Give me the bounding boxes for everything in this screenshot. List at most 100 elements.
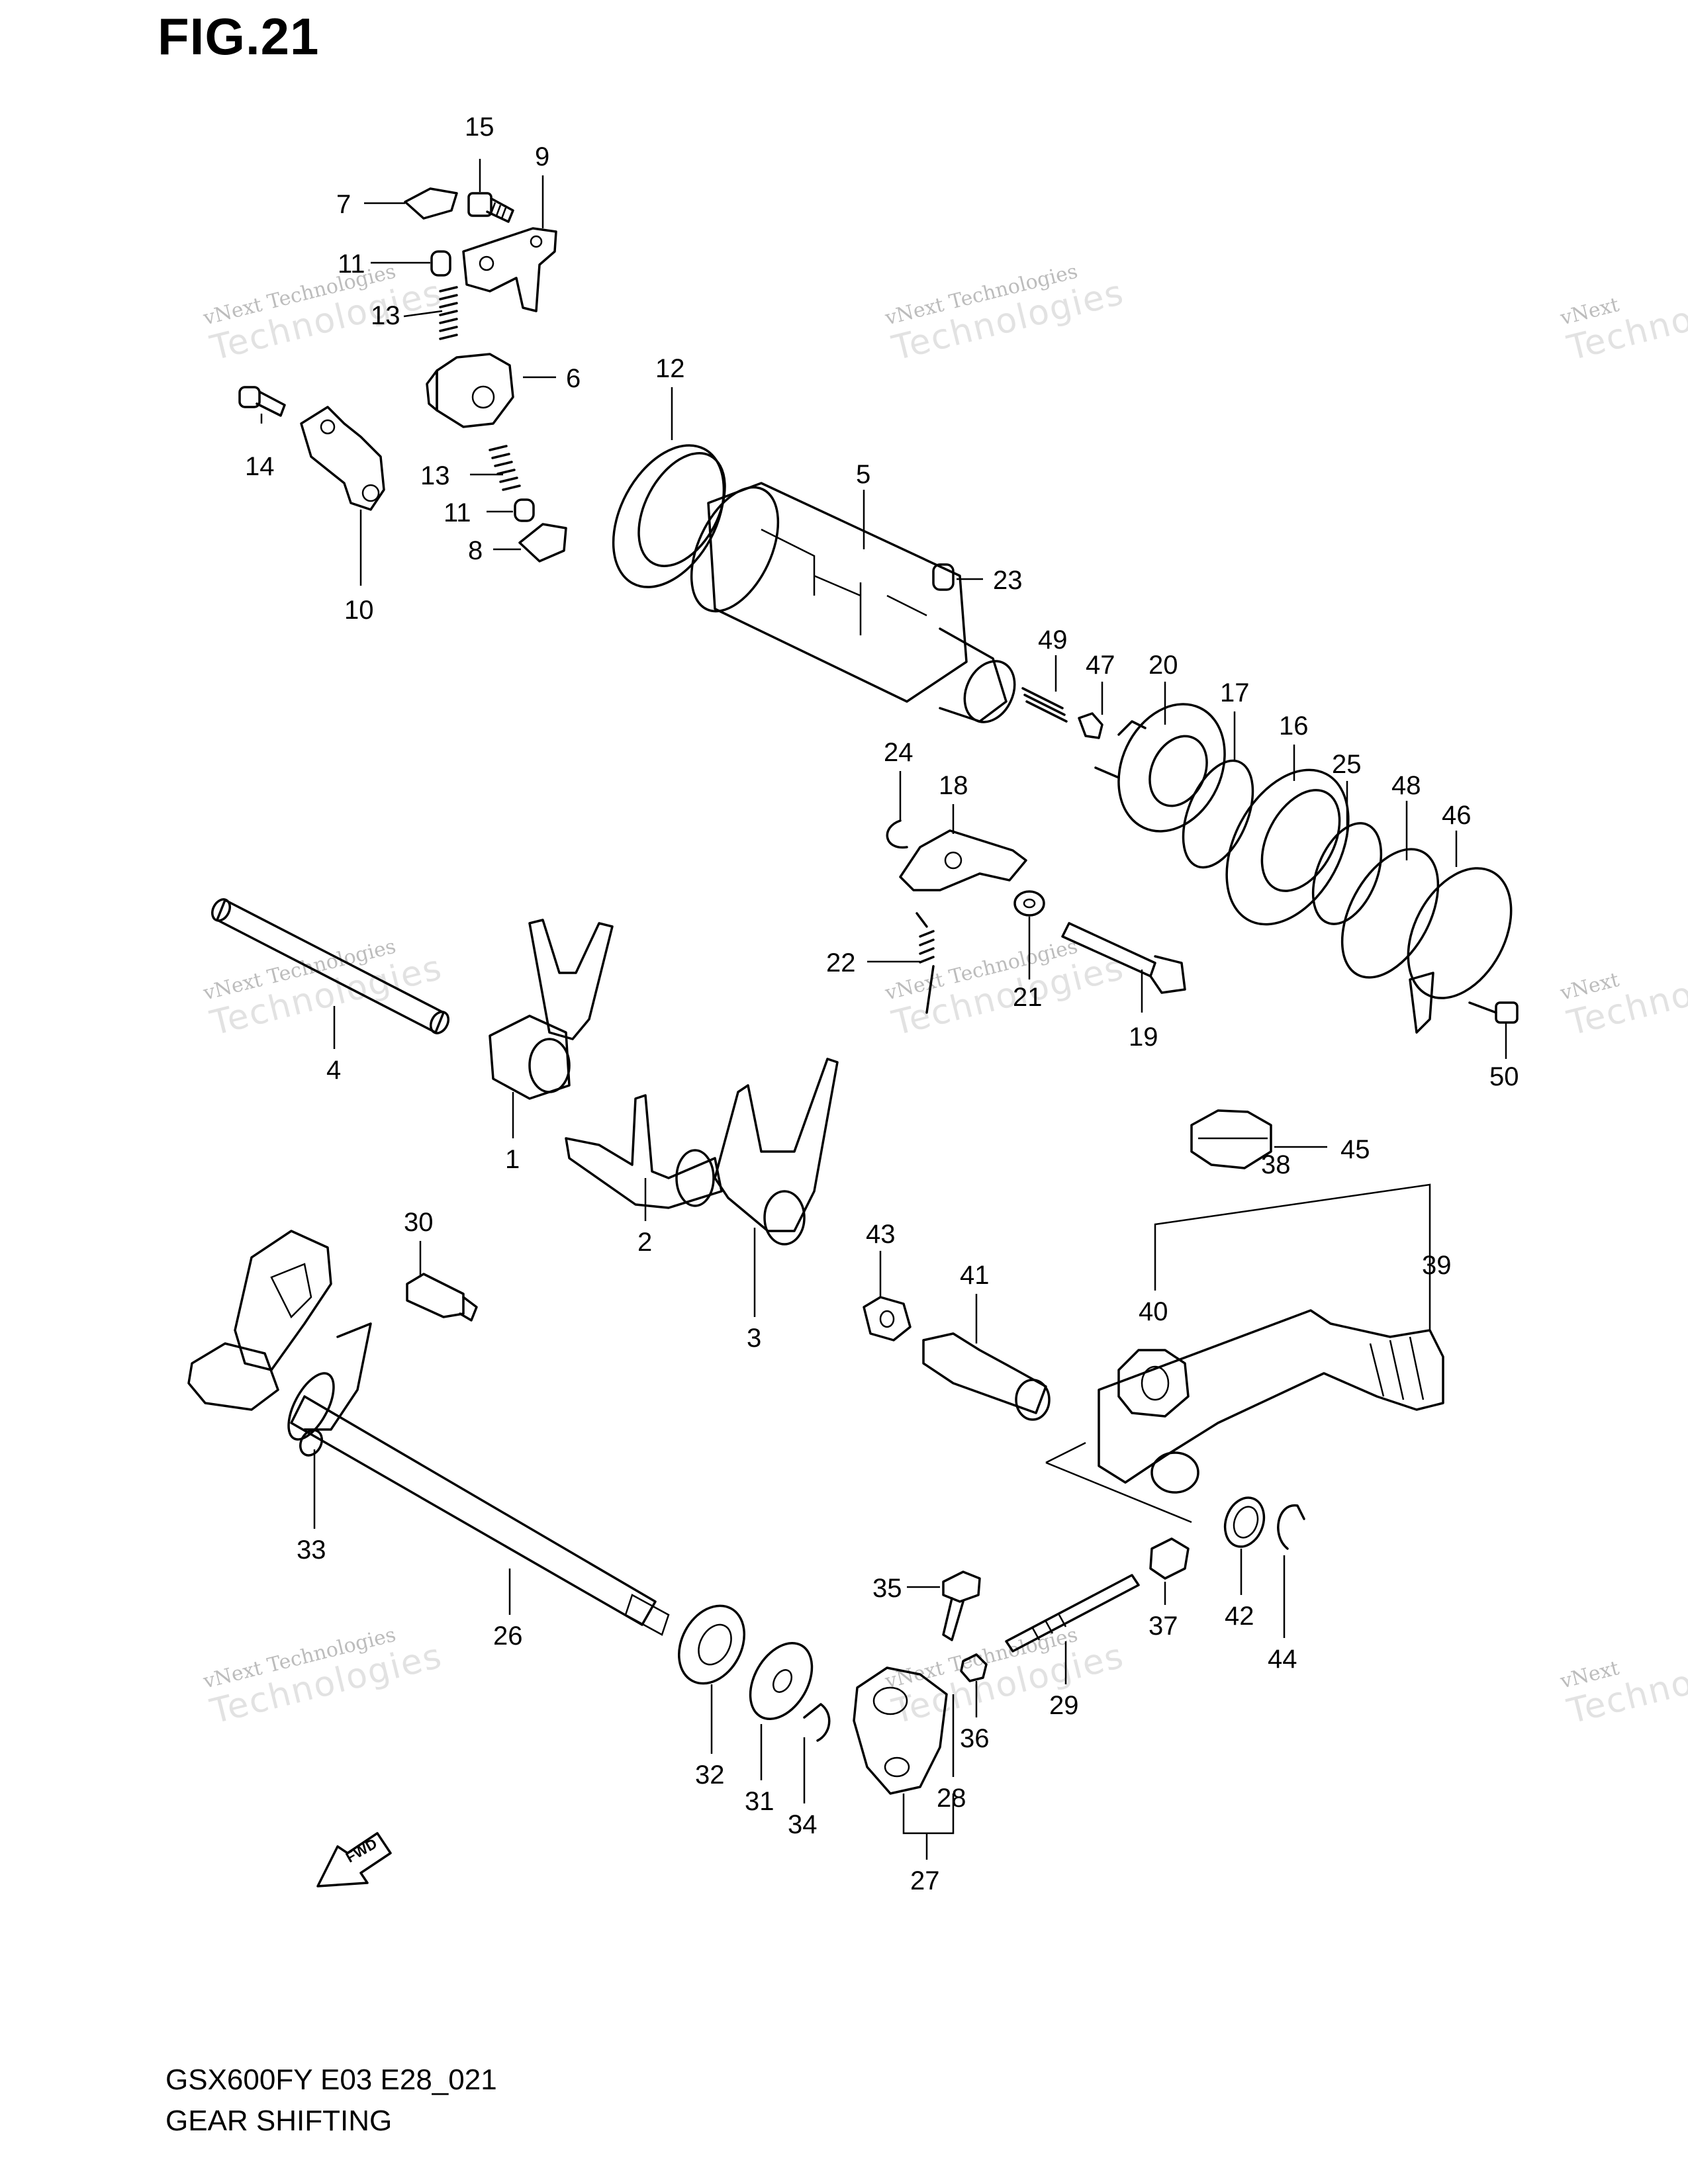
- part-15-bolt: [467, 192, 514, 223]
- callout-34: 34: [788, 1810, 818, 1839]
- callout-17: 17: [1220, 678, 1250, 707]
- callout-7: 7: [336, 190, 351, 219]
- part-46-cover: [1407, 867, 1513, 1034]
- part-31-washer: [749, 1641, 814, 1721]
- fwd-arrow-icon: FWD: [316, 1832, 392, 1888]
- part-34-circlip: [803, 1703, 831, 1742]
- part-28-gear-shift-arm: [853, 1666, 948, 1795]
- callout-14: 14: [245, 452, 275, 481]
- callout-9: 9: [535, 142, 549, 171]
- callout-8: 8: [468, 536, 483, 565]
- callout-15: 15: [465, 113, 494, 142]
- part-13-spring-upper: [439, 286, 458, 340]
- callout-46: 46: [1442, 801, 1472, 830]
- callout-16: 16: [1279, 711, 1309, 741]
- part-9-stopper-plate: [462, 227, 557, 312]
- callout-5: 5: [856, 460, 870, 489]
- callout-18: 18: [939, 771, 968, 800]
- callout-37: 37: [1149, 1612, 1178, 1641]
- part-43-nut: [863, 1296, 912, 1342]
- part-44-circlip: [1277, 1504, 1305, 1550]
- callout-13: 13: [420, 461, 450, 490]
- part-39-gear-shift-lever: [1098, 1309, 1444, 1494]
- callout-31: 31: [745, 1787, 774, 1816]
- callout-29: 29: [1049, 1691, 1079, 1720]
- model-code: GSX600FY E03 E28_021: [165, 2064, 497, 2096]
- callout-50: 50: [1489, 1062, 1519, 1091]
- part-36-nut: [960, 1653, 988, 1682]
- part-16-bearing: [1225, 768, 1350, 926]
- part-48-oring: [1340, 848, 1440, 979]
- callout-10: 10: [344, 596, 374, 625]
- part-10-stopper-arm: [300, 406, 385, 511]
- callout-36: 36: [960, 1724, 990, 1753]
- callout-6: 6: [566, 364, 581, 393]
- callout-42: 42: [1225, 1602, 1254, 1631]
- callout-3: 3: [747, 1324, 761, 1353]
- part-42-washer: [1223, 1496, 1266, 1548]
- part-25-circlip: [1311, 822, 1383, 925]
- callout-11: 11: [338, 250, 365, 279]
- callout-26: 26: [493, 1621, 523, 1651]
- callout-48: 48: [1391, 771, 1421, 800]
- part-23-pin: [932, 563, 955, 591]
- callout-labels: 15 9 7 11 13 6 14 13 11 8 10 12 5 23 49 …: [245, 113, 1519, 1895]
- callout-21: 21: [1013, 983, 1043, 1012]
- part-19-bolt: [1061, 922, 1186, 994]
- leader-lines: [260, 159, 1507, 1860]
- part-41-bolt: [922, 1332, 1051, 1421]
- part-37-nut: [1149, 1537, 1190, 1580]
- callout-45: 45: [1340, 1135, 1370, 1164]
- part-50-bolt: [1468, 1001, 1519, 1024]
- part-2-fork: [565, 1094, 723, 1209]
- part-30-bolt: [406, 1273, 478, 1322]
- part-29-link-rod: [1005, 1574, 1140, 1653]
- fwd-label: FWD: [343, 1835, 380, 1866]
- part-24-circlip: [886, 819, 908, 849]
- callout-20: 20: [1149, 651, 1178, 680]
- callout-30: 30: [404, 1208, 434, 1237]
- callout-19: 19: [1129, 1023, 1158, 1052]
- part-12-bearing: [612, 444, 726, 588]
- callout-12: 12: [655, 354, 685, 383]
- part-13-spring-lower: [489, 445, 521, 491]
- callout-32: 32: [695, 1760, 725, 1790]
- part-49-spring: [1021, 687, 1068, 723]
- part-11-pin-lower: [514, 498, 535, 522]
- callout-27: 27: [910, 1866, 940, 1895]
- callout-11: 11: [444, 498, 471, 527]
- callout-38: 38: [1261, 1150, 1291, 1179]
- part-18-pawl-lifter: [899, 829, 1027, 891]
- part-17-circlip: [1182, 759, 1254, 869]
- part-4-fork-shaft: [211, 898, 450, 1034]
- callout-49: 49: [1038, 625, 1068, 655]
- callout-43: 43: [866, 1220, 896, 1249]
- part-6-cam-driven-gear: [426, 353, 514, 428]
- callout-39: 39: [1422, 1251, 1452, 1280]
- part-8-plate: [518, 523, 567, 563]
- part-5-gearshift-cam: [690, 482, 1016, 723]
- callout-41: 41: [960, 1261, 990, 1290]
- callout-47: 47: [1086, 651, 1115, 680]
- callout-13: 13: [371, 301, 400, 330]
- callout-40: 40: [1139, 1297, 1168, 1326]
- callout-22: 22: [826, 948, 856, 978]
- callout-28: 28: [937, 1784, 966, 1813]
- callout-35: 35: [872, 1574, 902, 1603]
- callout-33: 33: [297, 1535, 326, 1565]
- part-22-spring: [915, 912, 935, 1014]
- part-45-cap: [1190, 1109, 1272, 1169]
- part-38-lever-assembly-outline: [1045, 1441, 1192, 1524]
- part-7-plate: [404, 187, 458, 220]
- part-20-cam-guide: [1094, 703, 1226, 833]
- part-35-bolt: [942, 1570, 981, 1641]
- part-11-pin-upper: [430, 250, 451, 277]
- callout-2: 2: [637, 1228, 652, 1257]
- part-32-oil-seal: [677, 1604, 746, 1685]
- part-21-washer: [1013, 890, 1045, 917]
- part-14-screw: [238, 386, 286, 417]
- part-47-pawl: [1078, 712, 1103, 739]
- callout-23: 23: [993, 566, 1023, 595]
- callout-24: 24: [884, 738, 914, 767]
